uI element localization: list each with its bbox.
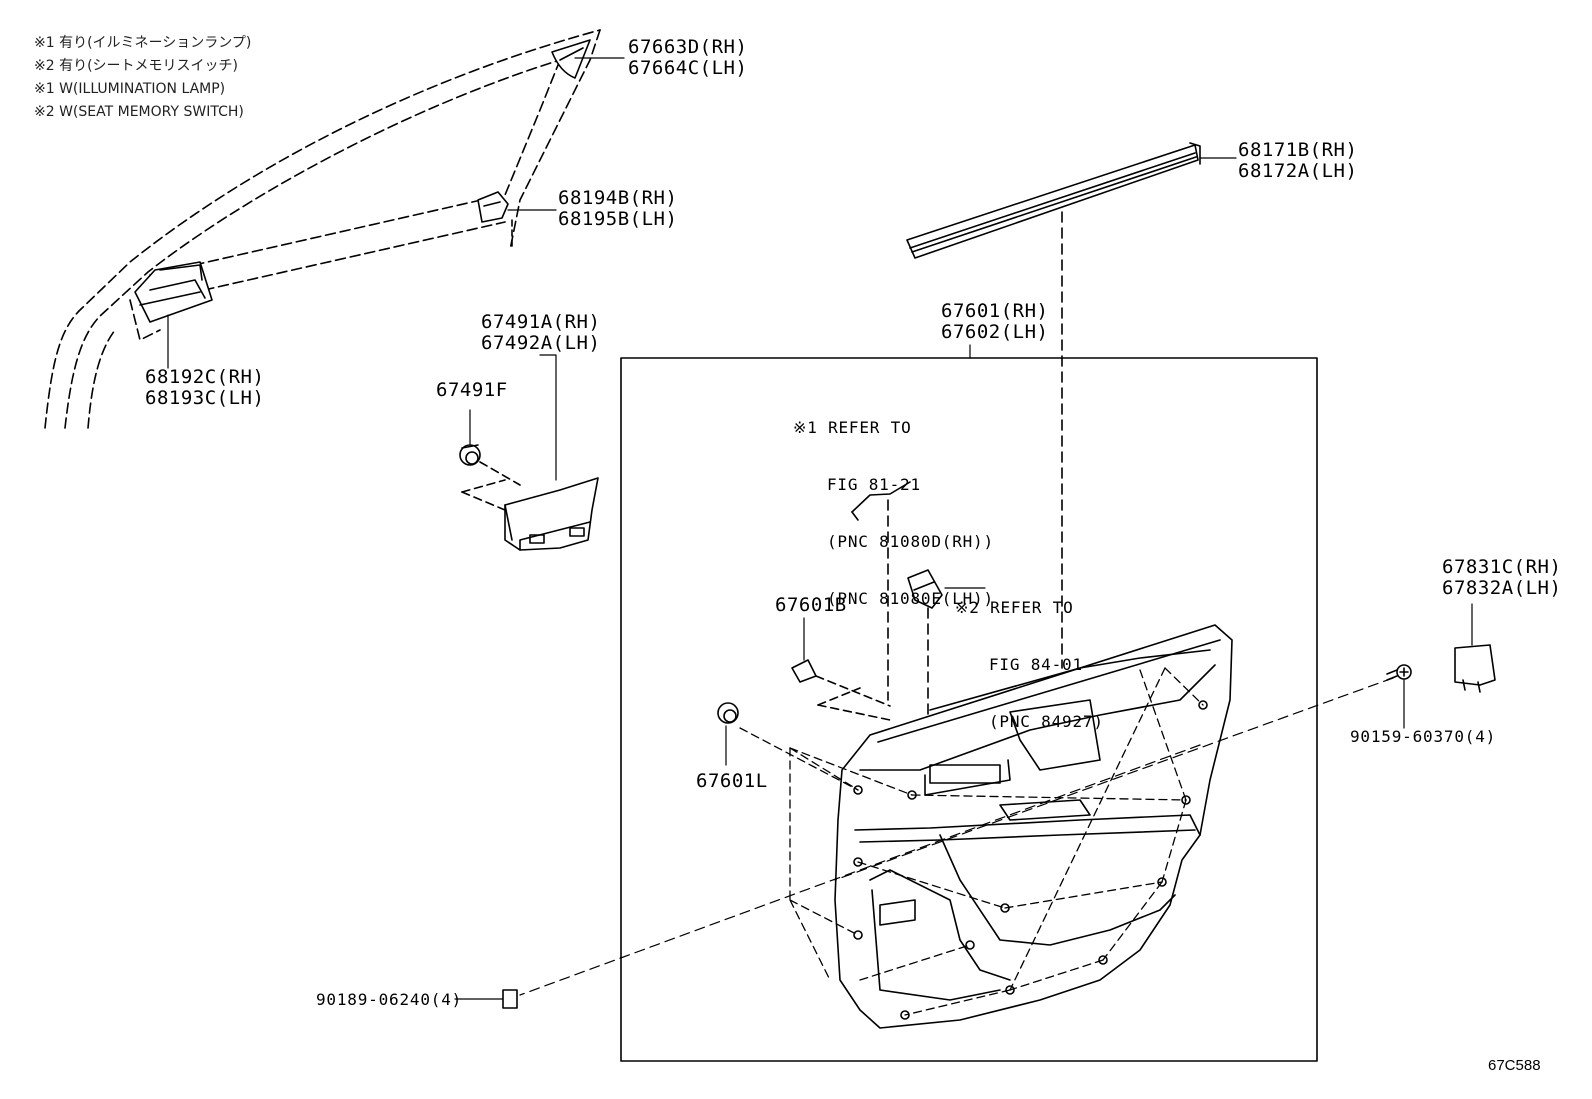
label-67491f[interactable]: 67491F bbox=[436, 379, 508, 401]
label-67491a-rh: 67491A(RH) bbox=[481, 311, 601, 333]
label-67831c[interactable]: 67831C(RH) 67832A(LH) bbox=[1442, 557, 1561, 599]
label-67831c-lh: 67832A(LH) bbox=[1442, 577, 1562, 599]
note-2: ※2 有り(シートメモリスイッチ) bbox=[34, 58, 239, 74]
label-67491a-lh: 67492A(LH) bbox=[481, 332, 601, 354]
assembly-box bbox=[620, 357, 1318, 1062]
label-68171b[interactable]: 68171B(RH) 68172A(LH) bbox=[1238, 140, 1357, 182]
label-67601l[interactable]: 67601L bbox=[696, 770, 768, 792]
note-4: ※2 W(SEAT MEMORY SWITCH) bbox=[34, 104, 244, 120]
label-68171b-rh: 68171B(RH) bbox=[1238, 139, 1358, 161]
label-68192c-rh: 68192C(RH) bbox=[145, 366, 265, 388]
bracket-67491a bbox=[504, 477, 599, 551]
label-68194b-rh: 68194B(RH) bbox=[558, 187, 678, 209]
notes-block: ※1 有り(イルミネーションランプ) ※2 有り(シートメモリスイッチ) ※1 … bbox=[34, 32, 251, 124]
door-frame-outline bbox=[44, 29, 601, 429]
ref1-line-2: FIG 81-21 bbox=[827, 475, 921, 494]
label-67601[interactable]: 67601(RH) 67602(LH) bbox=[941, 301, 1048, 343]
label-68194b-lh: 68195B(LH) bbox=[558, 208, 678, 230]
ref1-line-4: (PNC 81080E(LH)) bbox=[827, 589, 994, 608]
screw-90159 bbox=[1386, 664, 1412, 681]
label-67663d-rh: 67663D(RH) bbox=[628, 36, 748, 58]
clip-68194b bbox=[477, 191, 509, 223]
door-trim-panel bbox=[834, 624, 1233, 1029]
label-67491a[interactable]: 67491A(RH) 67492A(LH) bbox=[481, 312, 600, 354]
label-67831c-rh: 67831C(RH) bbox=[1442, 556, 1562, 578]
clip-67601l bbox=[717, 702, 739, 724]
ref2-line-2: FIG 84-01 bbox=[989, 655, 1083, 674]
reference-note-1[interactable]: ※1 REFER TO FIG 81-21 (PNC 81080D(RH)) (… bbox=[793, 380, 994, 646]
seat-memory-switch bbox=[907, 569, 943, 609]
bracket-68192c bbox=[134, 261, 213, 323]
note-1: ※1 有り(イルミネーションランプ) bbox=[34, 35, 252, 51]
belt-moulding-68171b bbox=[906, 142, 1201, 259]
label-67601-lh: 67602(LH) bbox=[941, 321, 1049, 343]
cover-67831c bbox=[1454, 644, 1496, 693]
clip-90189 bbox=[502, 989, 518, 1009]
label-68192c-lh: 68193C(LH) bbox=[145, 387, 265, 409]
label-68192c[interactable]: 68192C(RH) 68193C(LH) bbox=[145, 367, 264, 409]
label-67663d[interactable]: 67663D(RH) 67664C(LH) bbox=[628, 37, 747, 79]
label-68194b[interactable]: 68194B(RH) 68195B(LH) bbox=[558, 188, 677, 230]
label-67601b[interactable]: 67601B bbox=[775, 594, 847, 616]
corner-cover-67663d bbox=[551, 39, 591, 79]
label-68171b-lh: 68172A(LH) bbox=[1238, 160, 1358, 182]
ref2-line-1: ※2 REFER TO bbox=[955, 598, 1074, 617]
label-90159[interactable]: 90159-60370(4) bbox=[1350, 727, 1497, 746]
note-3: ※1 W(ILLUMINATION LAMP) bbox=[34, 81, 226, 97]
clip-67601b bbox=[791, 659, 817, 683]
label-67663d-lh: 67664C(LH) bbox=[628, 57, 748, 79]
ref2-line-3: (PNC 84927) bbox=[989, 712, 1104, 731]
clip-67491f bbox=[459, 444, 481, 466]
ref1-line-1: ※1 REFER TO bbox=[793, 418, 912, 437]
ref1-line-3: (PNC 81080D(RH)) bbox=[827, 532, 994, 551]
label-90189[interactable]: 90189-06240(4) bbox=[316, 990, 463, 1009]
label-67601-rh: 67601(RH) bbox=[941, 300, 1049, 322]
figure-id: 67C588 bbox=[1488, 1057, 1541, 1074]
reference-note-2[interactable]: ※2 REFER TO FIG 84-01 (PNC 84927) bbox=[955, 560, 1104, 769]
illumination-lamp-wire bbox=[851, 481, 911, 521]
